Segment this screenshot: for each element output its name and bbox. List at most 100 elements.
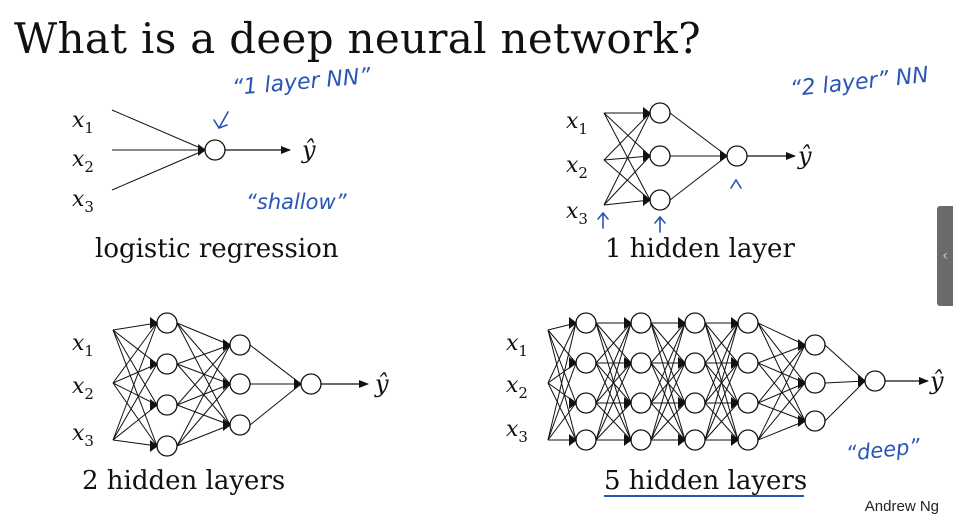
hidden-neuron [684, 429, 706, 451]
connection-edge [603, 112, 651, 157]
connection-edge [176, 424, 231, 447]
input-label-x1: x1 [566, 109, 588, 138]
connection-edge [669, 112, 728, 157]
hidden-neuron [156, 394, 178, 416]
connection-edge [547, 402, 577, 441]
connection-edge [176, 363, 231, 385]
hidden-neuron [737, 352, 759, 374]
connection-edge [669, 155, 728, 201]
hidden-neuron [804, 410, 826, 432]
edge-arrowhead [624, 317, 632, 329]
hidden-neuron [630, 429, 652, 451]
connection-edge [595, 322, 632, 441]
edge-arrowhead [223, 419, 231, 431]
input-label-x2: x2 [506, 373, 528, 402]
edge-arrowhead [569, 357, 577, 369]
edge-arrowhead [569, 317, 577, 329]
connection-edge [176, 344, 231, 447]
hidden-neuron [156, 353, 178, 375]
connection-edge [112, 322, 158, 331]
output-neuron [864, 370, 886, 392]
hidden-neuron [649, 102, 671, 124]
author-credit: Andrew Ng [864, 498, 939, 515]
connection-edge [547, 329, 577, 441]
output-neuron [204, 139, 226, 161]
connection-edge [111, 149, 206, 191]
hidden-neuron [156, 312, 178, 334]
connection-edge [112, 322, 158, 384]
edge-arrowhead [624, 397, 632, 409]
edge-arrowhead [150, 440, 158, 452]
input-pointer-arrow [597, 211, 609, 229]
output-label-y-hat: ŷ [797, 142, 812, 170]
connection-edge [547, 329, 577, 364]
input-label-x1: x1 [72, 331, 94, 360]
connection-edge [704, 362, 739, 441]
edge-arrowhead [731, 317, 739, 329]
connection-edge [176, 322, 231, 346]
connection-edge [595, 322, 632, 404]
connection-edge [603, 155, 651, 206]
hidden-neuron [737, 392, 759, 414]
connection-edge [824, 344, 866, 382]
output-label-y-hat: ŷ [301, 136, 316, 164]
hidden-neuron [575, 429, 597, 451]
hidden-neuron [649, 189, 671, 211]
output-neuron [726, 145, 748, 167]
hidden-neuron [804, 372, 826, 394]
connection-edge [650, 402, 686, 441]
edge-arrowhead [731, 434, 739, 446]
side-panel-toggle[interactable]: ‹ [937, 206, 953, 306]
connection-edge [111, 109, 206, 151]
connection-edge [603, 112, 651, 206]
connection-edge [176, 344, 231, 406]
output-neuron [300, 373, 322, 395]
edge-arrowhead [624, 434, 632, 446]
edge-arrowhead [678, 397, 686, 409]
hidden-pointer-arrow [654, 215, 666, 233]
hidden-neuron [684, 312, 706, 334]
output-label-y-hat: ŷ [929, 367, 944, 395]
connection-edge [112, 382, 158, 406]
edge-arrowhead [198, 144, 206, 156]
input-label-x2: x2 [566, 153, 588, 182]
connection-edge [603, 199, 651, 206]
edge-arrowhead [798, 377, 806, 389]
input-label-x2: x2 [72, 147, 94, 176]
connection-edge [112, 363, 158, 384]
hidden-neuron [229, 373, 251, 395]
hidden-neuron [804, 334, 826, 356]
hidden-neuron [684, 392, 706, 414]
edge-arrowhead [858, 375, 866, 387]
connection-edge [176, 383, 231, 447]
edge-arrowhead [678, 434, 686, 446]
connection-edge [112, 329, 158, 406]
connection-edge [595, 362, 632, 441]
edge-arrowhead [569, 434, 577, 446]
edge-arrowhead [643, 194, 651, 206]
connection-edge [650, 322, 686, 364]
input-label-x3: x3 [72, 421, 94, 450]
output-label-y-hat: ŷ [374, 370, 389, 398]
input-label-x3: x3 [72, 187, 94, 216]
connection-edge [547, 322, 577, 384]
slide-title: What is a deep neural network? [14, 14, 701, 63]
edge-arrowhead [720, 150, 728, 162]
edge-arrowhead [731, 397, 739, 409]
edge-arrowhead [678, 317, 686, 329]
hidden-neuron [630, 392, 652, 414]
connection-edge [704, 322, 739, 364]
edge-arrowhead [294, 378, 302, 390]
hidden-neuron [737, 429, 759, 451]
connection-edge [757, 344, 806, 441]
connection-edge [704, 322, 739, 441]
edge-arrowhead [150, 358, 158, 370]
input-label-x3: x3 [566, 199, 588, 228]
connection-edge [603, 112, 651, 201]
connection-edge [650, 362, 686, 441]
input-label-x2: x2 [72, 374, 94, 403]
edge-arrowhead [643, 107, 651, 119]
hidden-neuron [156, 435, 178, 457]
connection-edge [547, 329, 577, 404]
